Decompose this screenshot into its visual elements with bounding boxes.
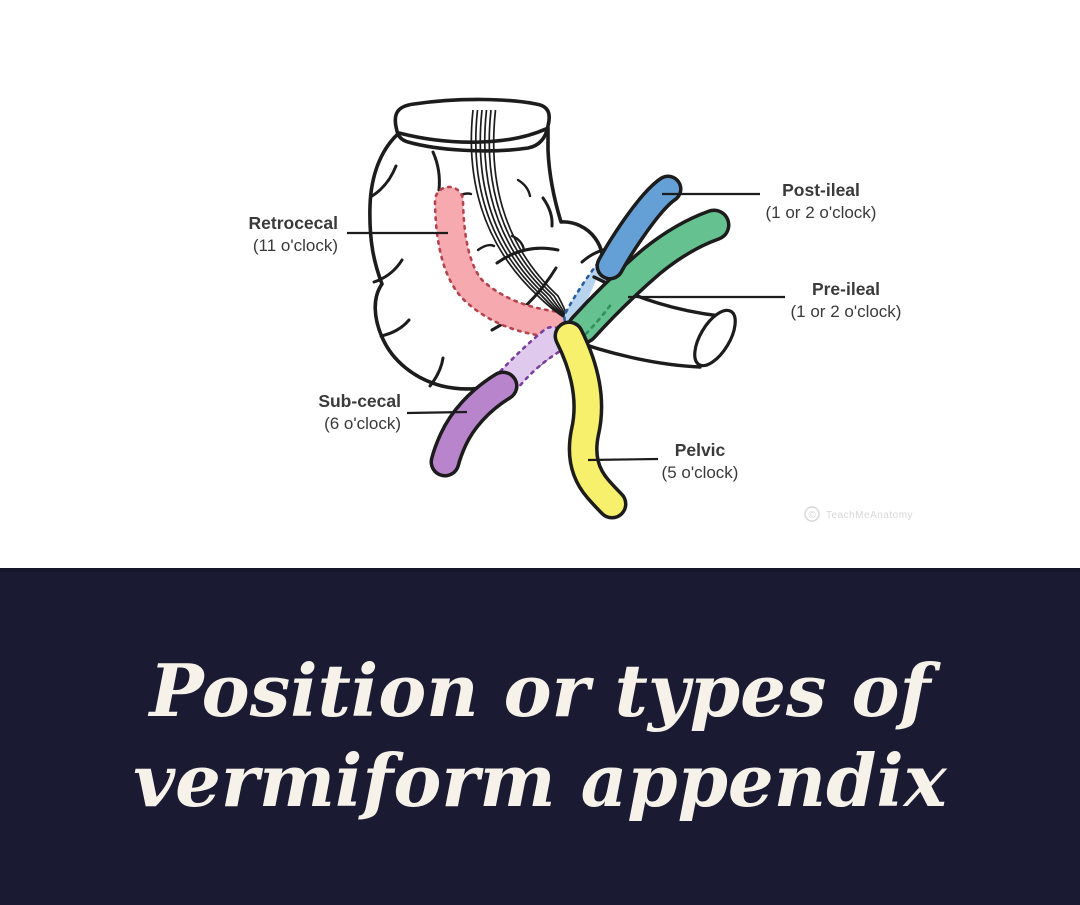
sub-cecal-leader-line [406, 410, 468, 415]
taenia-coli [470, 109, 569, 321]
pelvic-label-name: Pelvic [675, 440, 726, 460]
copyright-symbol: © [809, 510, 817, 521]
watermark: © TeachMeAnatomy [804, 506, 913, 522]
post-ileal-label-name: Post-ileal [782, 180, 860, 200]
retrocecal-label-time: (11 o'clock) [253, 236, 338, 255]
ileum-opening [693, 308, 737, 368]
retrocecal-label-name: Retrocecal [249, 213, 339, 233]
post-ileal-appendix [595, 174, 683, 281]
copyright-icon [804, 506, 820, 522]
pre-ileal-label-time: (1 or 2 o'clock) [791, 302, 902, 321]
pelvic-label: Pelvic (5 o'clock) [662, 440, 739, 482]
appendix-diagram-svg: Retrocecal (11 o'clock) Post-ileal (1 or… [249, 97, 913, 522]
appendix-diagram: Retrocecal (11 o'clock) Post-ileal (1 or… [248, 97, 913, 522]
post-ileal-label-time: (1 or 2 o'clock) [766, 203, 877, 222]
sub-cecal-label: Sub-cecal (6 o'clock) [318, 391, 401, 433]
pelvic-appendix [553, 320, 628, 520]
pre-ileal-label: Pre-ileal (1 or 2 o'clock) [791, 279, 902, 321]
title-banner: Position or types of vermiform appendix [0, 568, 1080, 905]
watermark-text: TeachMeAnatomy [826, 510, 913, 521]
sub-cecal-appendix [429, 370, 519, 478]
cecum-cap [393, 97, 552, 153]
pre-ileal-label-name: Pre-ileal [812, 279, 880, 299]
pelvic-label-time: (5 o'clock) [662, 463, 739, 482]
page-title: Position or types of vermiform appendix [133, 646, 946, 826]
pelvic-leader-line [587, 457, 659, 462]
page-title-line2: vermiform appendix [133, 737, 947, 823]
post-ileal-label: Post-ileal (1 or 2 o'clock) [766, 180, 877, 222]
sub-cecal-label-name: Sub-cecal [318, 391, 401, 411]
retrocecal-label: Retrocecal (11 o'clock) [249, 213, 339, 255]
page-title-line1: Position or types of [149, 647, 931, 733]
sub-cecal-label-time: (6 o'clock) [324, 414, 401, 433]
